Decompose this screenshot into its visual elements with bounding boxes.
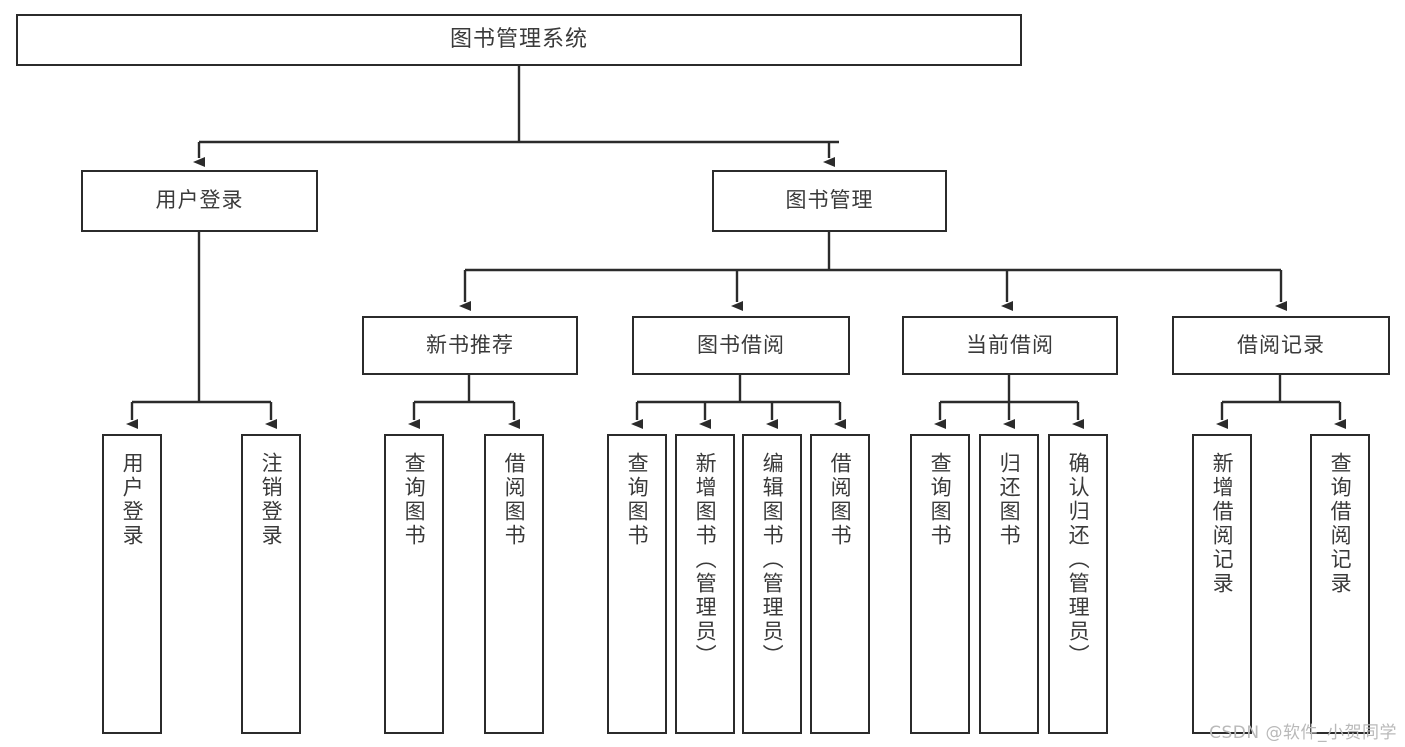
leaf-current-confirm-return-admin[interactable]: 确认归还（管理员） [1048,434,1108,734]
node-label: 新增借阅记录 [1210,452,1235,596]
leaf-borrow-borrow-book[interactable]: 借阅图书 [810,434,870,734]
node-label: 图书借阅 [697,332,785,357]
node-label: 借阅图书 [828,452,853,548]
node-label: 当前借阅 [966,332,1054,357]
node-label: 用户登录 [120,452,145,548]
leaf-borrow-add-book-admin[interactable]: 新增图书（管理员） [675,434,735,734]
node-label: 新书推荐 [426,332,514,357]
leaf-borrow-edit-book-admin[interactable]: 编辑图书（管理员） [742,434,802,734]
node-user-login[interactable]: 用户登录 [81,170,318,232]
node-label: 注销登录 [259,452,284,548]
node-label: 查询图书 [928,452,953,548]
node-label: 借阅图书 [502,452,527,548]
node-label: 新增图书（管理员） [693,452,718,668]
node-current-borrow[interactable]: 当前借阅 [902,316,1118,375]
leaf-recommend-borrow-book[interactable]: 借阅图书 [484,434,544,734]
node-root-book-management-system[interactable]: 图书管理系统 [16,14,1022,66]
node-label: 图书管理 [785,188,874,213]
node-borrow-record[interactable]: 借阅记录 [1172,316,1390,375]
leaf-record-add-record[interactable]: 新增借阅记录 [1192,434,1252,734]
node-new-book-recommend[interactable]: 新书推荐 [362,316,578,375]
leaf-current-query-book[interactable]: 查询图书 [910,434,970,734]
node-label: 借阅记录 [1237,332,1325,357]
leaf-recommend-query-book[interactable]: 查询图书 [384,434,444,734]
node-label: 确认归还（管理员） [1066,452,1091,668]
node-book-management[interactable]: 图书管理 [712,170,947,232]
node-label: 查询图书 [625,452,650,548]
node-label: 归还图书 [997,452,1022,548]
leaf-record-query-record[interactable]: 查询借阅记录 [1310,434,1370,734]
leaf-current-return-book[interactable]: 归还图书 [979,434,1039,734]
leaf-user-login-login[interactable]: 用户登录 [102,434,162,734]
node-label: 用户登录 [155,188,244,213]
node-book-borrow[interactable]: 图书借阅 [632,316,850,375]
node-label: 编辑图书（管理员） [760,452,785,668]
node-label: 图书管理系统 [449,26,588,52]
leaf-borrow-query-book[interactable]: 查询图书 [607,434,667,734]
node-label: 查询图书 [402,452,427,548]
leaf-user-login-logout[interactable]: 注销登录 [241,434,301,734]
node-label: 查询借阅记录 [1328,452,1353,596]
